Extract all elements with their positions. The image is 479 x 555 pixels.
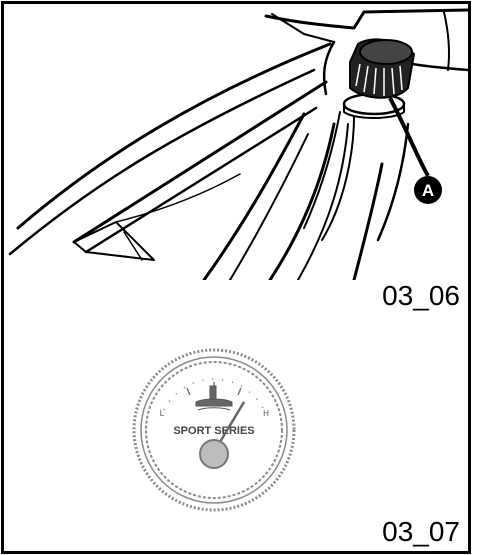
gauge-brand-label: SPORT SERIES	[173, 425, 254, 437]
gauge-high-mark: H	[263, 409, 269, 418]
figure-fuel-gauge: L H SPORT SERIES	[124, 340, 304, 520]
figure-caption-03-06: 03_06	[382, 280, 460, 311]
figure-caption-03-07: 03_07	[382, 516, 460, 547]
callout-a-badge: A	[414, 176, 442, 204]
gauge-bezel	[132, 348, 296, 512]
fuel-cap	[349, 38, 416, 99]
fuel-pump-icon	[195, 385, 233, 411]
manual-page: A 03_06 L H	[1, 1, 471, 554]
figure-fuel-cap-illustration: A	[4, 4, 468, 280]
callout-a-label: A	[422, 181, 434, 200]
gauge-low-mark: L	[160, 409, 165, 418]
gauge-hub	[199, 439, 229, 469]
